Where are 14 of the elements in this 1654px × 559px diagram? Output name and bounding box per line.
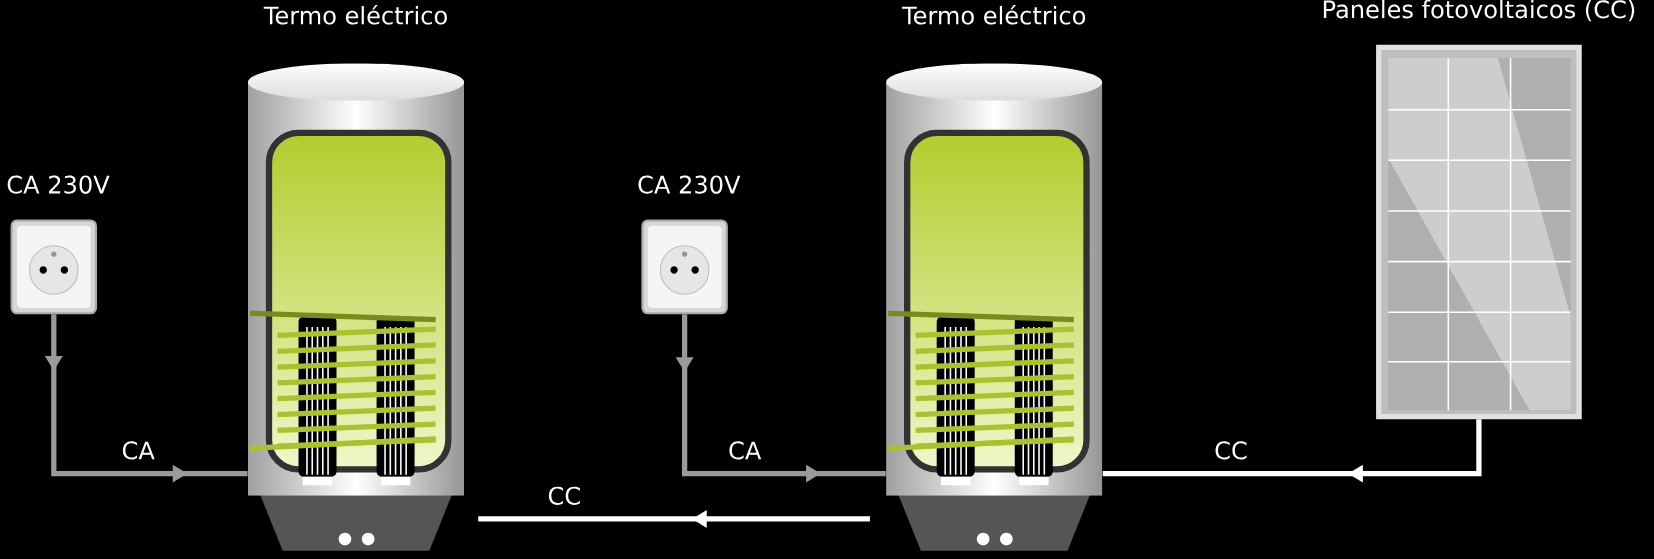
- solar-panel-drawing: Paneles fotovoltaicos (CC): [1323, 0, 1635, 420]
- power-socket: CA 230V: [638, 175, 741, 315]
- node-label: CA 230V: [638, 175, 741, 194]
- arrow: [1102, 419, 1482, 483]
- edge-label: CA: [726, 439, 764, 462]
- node-label: CA 230V: [7, 175, 110, 194]
- edge-label: CC: [1212, 439, 1250, 462]
- node-label: Termo eléctrico: [901, 4, 1086, 25]
- node-label: Termo eléctrico: [263, 4, 447, 25]
- water-heater-drawing: Termo eléctrico: [247, 4, 465, 551]
- power-socket: CA 230V: [7, 175, 110, 315]
- water-heater-drawing: Termo eléctrico: [886, 4, 1103, 551]
- edge-label: CA: [119, 439, 157, 462]
- node-label: Paneles fotovoltaicos (CC): [1323, 0, 1635, 22]
